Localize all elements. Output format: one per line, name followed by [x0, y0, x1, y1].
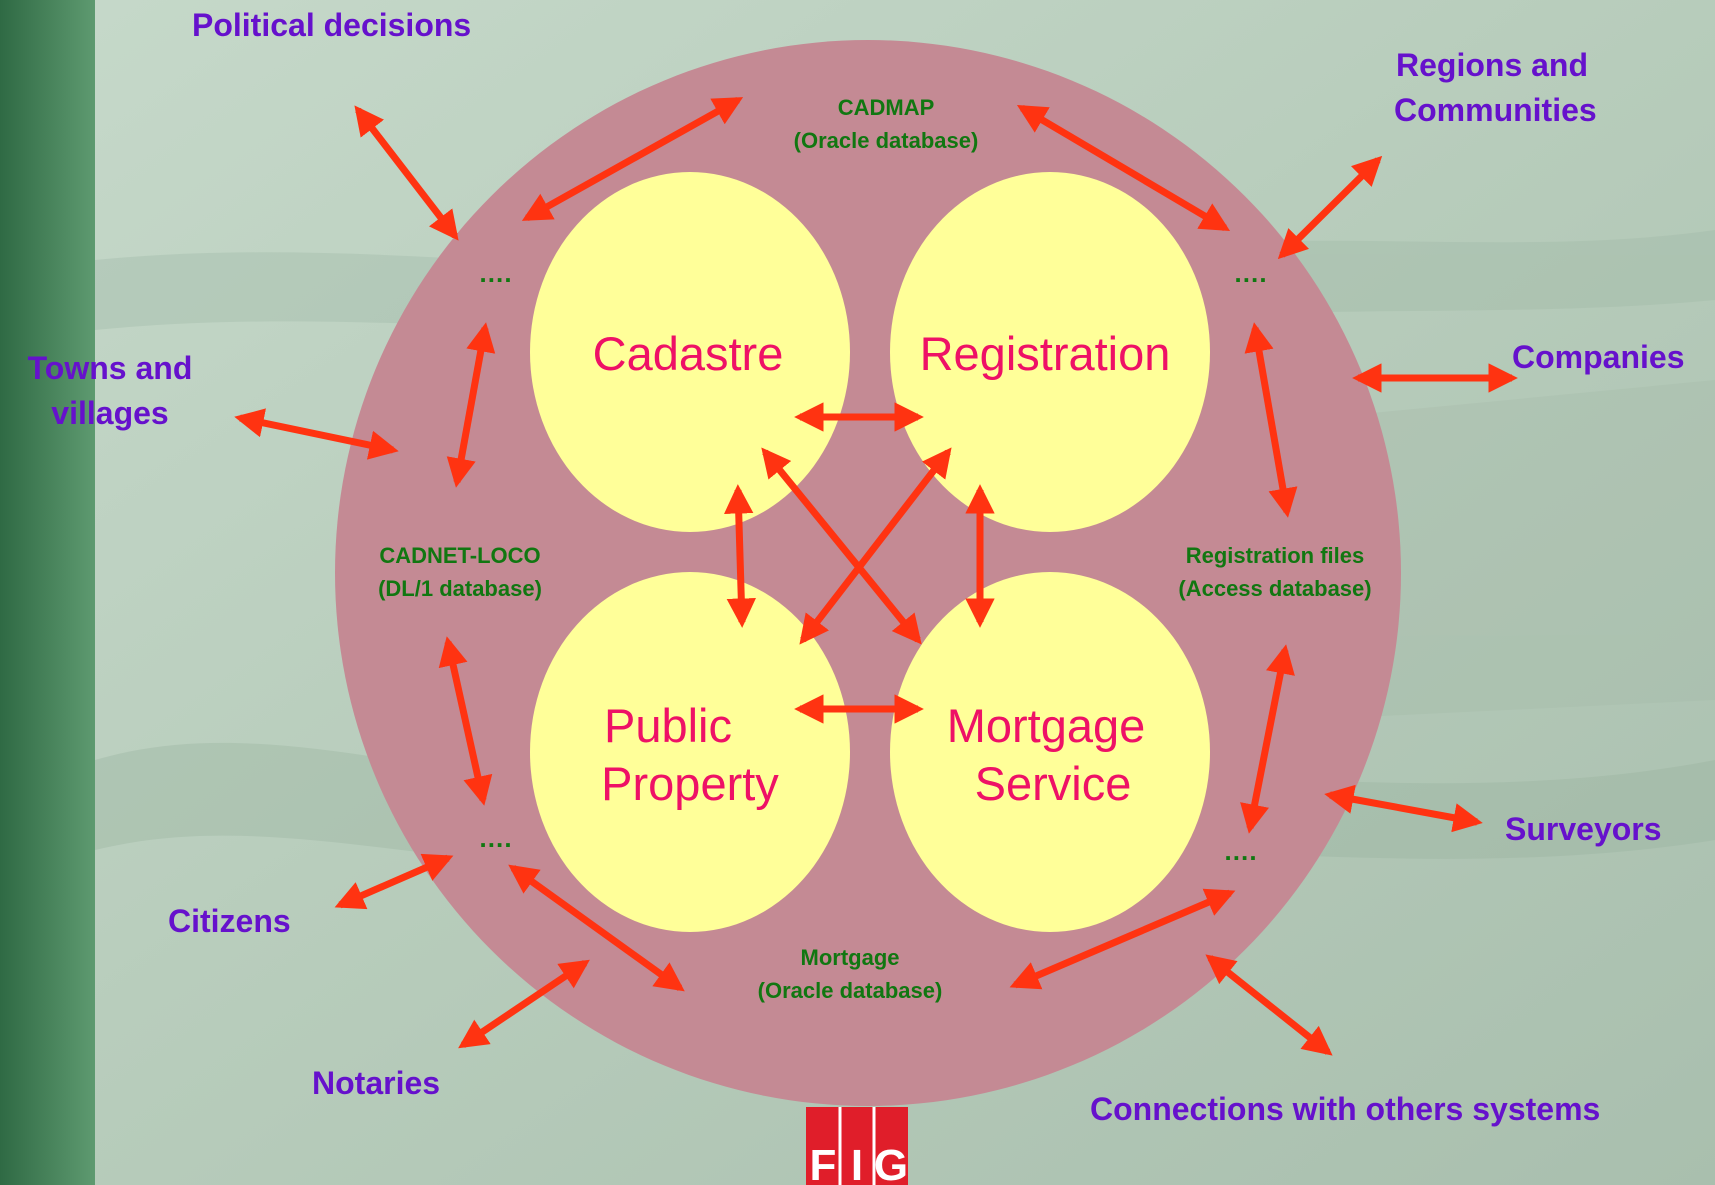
database-labels: CADMAP (Oracle database) CADNET-LOCO (DL…: [378, 95, 1372, 1003]
public-property-label-line2: Property: [601, 757, 779, 810]
arrow-cadastre-public: [724, 484, 756, 628]
arrow-cadmap-left: [521, 96, 744, 222]
side-strip: [0, 0, 95, 1185]
companies-label: Companies: [1512, 339, 1684, 375]
arrow-notaries: [458, 959, 590, 1049]
towns-label-line1: Towns and: [28, 350, 193, 386]
regions-label-line1: Regions and: [1396, 47, 1588, 83]
arrow-cadmap-right: [1016, 104, 1231, 232]
regfiles-label-line1: Registration files: [1186, 543, 1364, 568]
surveyors-label: Surveyors: [1505, 811, 1662, 847]
notaries-label: Notaries: [312, 1065, 440, 1101]
cadmap-label-line2: (Oracle database): [794, 128, 979, 153]
public-property-node[interactable]: [530, 572, 850, 932]
arrow-connections: [1205, 954, 1333, 1056]
ellipsis-top-left: ….: [478, 258, 511, 288]
arrow-registration-public: [799, 447, 952, 645]
arrow-towns: [234, 408, 399, 460]
fig-logo-letter-f: F: [810, 1141, 837, 1185]
ellipsis-bottom-left: ….: [478, 823, 511, 853]
mortgage-service-label-line1: Mortgage: [947, 699, 1146, 752]
arrow-surveyors: [1324, 784, 1483, 833]
arrow-mortgage-right: [1009, 888, 1236, 990]
registration-label: Registration: [920, 327, 1171, 380]
mortgage-db-label-line1: Mortgage: [801, 945, 900, 970]
cadnet-label-line2: (DL/1 database): [378, 576, 542, 601]
ellipsis-top-right: ….: [1233, 258, 1266, 288]
cadastre-node[interactable]: [530, 172, 850, 532]
arrow-citizens: [334, 853, 454, 910]
connections-label: Connections with others systems: [1090, 1091, 1600, 1127]
arrow-regfiles-upper: [1244, 322, 1298, 518]
political-label: Political decisions: [192, 7, 471, 43]
cadastre-label: Cadastre: [593, 327, 784, 380]
regfiles-label-line2: (Access database): [1178, 576, 1371, 601]
public-property-label-line1: Public: [604, 699, 732, 752]
arrow-mortgage-left: [508, 864, 685, 992]
towns-label-line2: villages: [51, 395, 168, 431]
fig-logo-icon: F I G: [806, 1107, 908, 1185]
arrow-regfiles-lower: [1240, 644, 1295, 834]
regions-label-line2: Communities: [1394, 92, 1597, 128]
mortgage-service-node[interactable]: [890, 572, 1210, 932]
arrow-regions: [1277, 155, 1383, 260]
arrows: [234, 96, 1518, 1056]
fig-logo-letter-g: G: [874, 1141, 908, 1185]
arrow-cadnet-lower: [438, 636, 493, 806]
node-labels: Cadastre Registration Public Property Mo…: [593, 327, 1171, 810]
external-labels: Political decisions Regions and Communit…: [28, 7, 1685, 1127]
mortgage-db-label-line2: (Oracle database): [758, 978, 943, 1003]
ellipsis-markers: …. …. …. ….: [478, 258, 1266, 866]
arrow-political: [354, 105, 459, 241]
mortgage-service-label-line2: Service: [975, 757, 1132, 810]
arrow-cadnet-upper: [446, 322, 496, 488]
citizens-label: Citizens: [168, 903, 291, 939]
fig-logo-letter-i: I: [851, 1141, 863, 1185]
ellipsis-bottom-right: ….: [1223, 836, 1256, 866]
cadmap-label-line1: CADMAP: [838, 95, 935, 120]
registration-node[interactable]: [890, 172, 1210, 532]
cadnet-label-line1: CADNET-LOCO: [379, 543, 540, 568]
